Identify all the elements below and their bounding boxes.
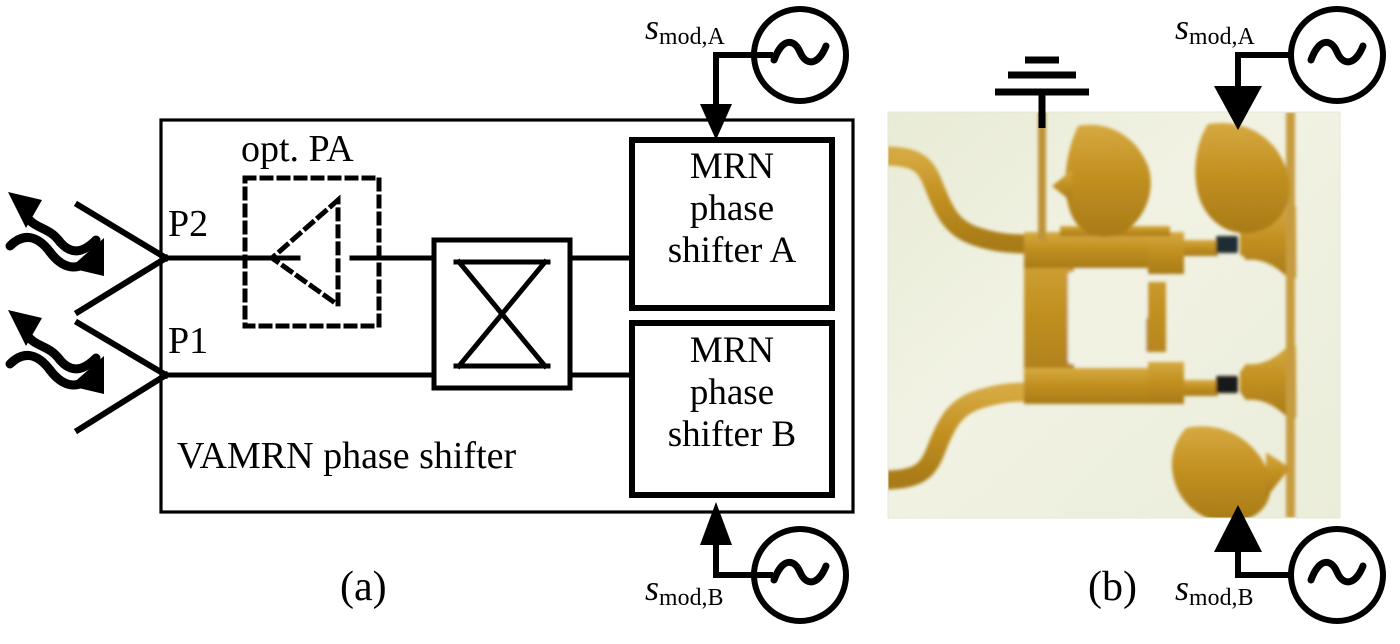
source-b-circle-panel-a: [751, 526, 849, 624]
mrn-a-line3: shifter A: [667, 229, 797, 271]
mrn-b-line2: phase: [689, 371, 775, 413]
mrn-a-box: [629, 137, 835, 311]
sine-glyph-a-panel-b: [1307, 39, 1367, 66]
mrn-a-line2: phase: [689, 187, 775, 229]
antenna-p2-wave-down: [5, 233, 104, 276]
source-b-circle-panel-b: [1288, 526, 1386, 624]
caption-a: (a): [340, 564, 387, 610]
source-a-arrowhead-panel-b: [1214, 86, 1262, 130]
mrn-b-box: [629, 320, 835, 498]
port-label-p1: P1: [168, 320, 209, 362]
source-b-panel-b-source-b-wire: [1235, 545, 1294, 578]
crossover-x-symbol: [453, 258, 551, 370]
source-a-arrowhead-panel-a: [700, 104, 732, 140]
signal-b-sub-panel-b: mod,B: [1189, 585, 1254, 612]
signal-a-sub-panel-b: mod,A: [1189, 24, 1255, 51]
sine-glyph-a-panel-a: [770, 39, 830, 66]
crossover-box: [431, 237, 573, 391]
caption-b: (b): [1088, 564, 1137, 610]
opt-pa-label: opt. PA: [241, 128, 354, 170]
source-b-arrowhead-panel-a: [700, 502, 732, 545]
port-label-p2: P2: [168, 203, 209, 245]
antenna-p1-wave-up: [8, 310, 101, 374]
mrn-b-line1: MRN: [689, 330, 775, 371]
antenna-p1-dipole: [73, 318, 171, 435]
vamrn-block-label: VAMRN phase shifter: [177, 435, 517, 477]
source-b-arrowhead-panel-b: [1214, 505, 1262, 552]
mrn-b-label: MRN phase shifter B: [632, 330, 832, 455]
mrn-b-line3: shifter B: [667, 413, 797, 455]
antenna-p2-dipole: [73, 200, 171, 317]
amplifier-triangle: [267, 194, 341, 310]
sine-glyph-b-panel-b: [1307, 559, 1367, 586]
signal-b-base-panel-a: s: [645, 568, 660, 608]
signal-a-sub-panel-a: mod,A: [659, 24, 725, 51]
mrn-a-line1: MRN: [689, 146, 775, 187]
signal-b-base-panel-b: s: [1175, 568, 1190, 608]
sine-glyph-b-panel-a: [770, 559, 830, 586]
signal-label-b-panel-a: smod,B: [645, 570, 724, 611]
source-a-circle-panel-a: [751, 6, 849, 104]
vamrn-outer-box: [159, 118, 855, 514]
mrn-a-label: MRN phase shifter A: [632, 146, 832, 271]
antenna-p2-wave-up: [8, 192, 101, 256]
signal-a-base-panel-b: s: [1175, 7, 1190, 47]
source-a-circle-panel-b: [1288, 6, 1386, 104]
opt-pa-dashed-box: [242, 175, 382, 329]
signal-label-a-panel-b: smod,A: [1175, 9, 1255, 50]
signal-b-sub-panel-a: mod,B: [659, 585, 724, 612]
signal-label-a-panel-a: smod,A: [645, 9, 725, 50]
signal-label-b-panel-b: smod,B: [1175, 570, 1254, 611]
ground-symbol: [995, 56, 1089, 128]
source-b-panel-b-source-a-wire: [1235, 52, 1294, 95]
signal-a-base-panel-a: s: [645, 7, 660, 47]
antenna-p1-wave-down: [5, 351, 104, 394]
